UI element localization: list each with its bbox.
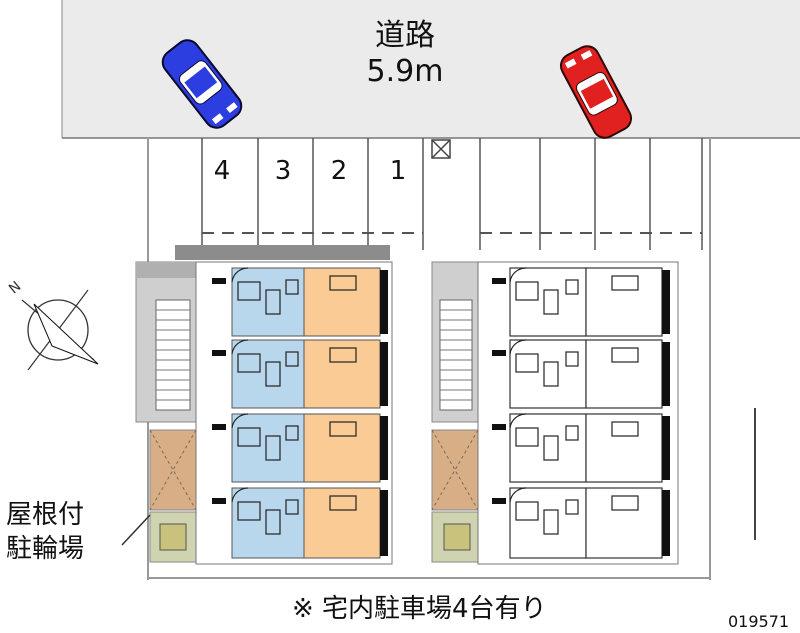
parking-space-number: 1 <box>389 156 407 186</box>
building-shadow <box>175 245 390 260</box>
parking-stalls <box>201 138 703 250</box>
building-right <box>477 261 679 565</box>
unit-row-2 <box>231 339 381 409</box>
bike-label-leader <box>121 514 151 546</box>
parking-space-number: 4 <box>213 156 231 186</box>
unit-row-3 <box>231 413 381 483</box>
parking-space-number: 2 <box>330 156 348 186</box>
road-width: 5.9m <box>366 54 444 89</box>
bike-parking-right <box>431 429 479 563</box>
stair-right <box>431 261 479 423</box>
parking-note: ※ 宅内駐車場4台有り <box>292 594 547 624</box>
property-code: 019571 <box>728 612 790 631</box>
blue-car-icon <box>161 39 243 129</box>
bike-parking-label-line1: 屋根付 <box>6 500 85 530</box>
post-marker <box>431 139 451 159</box>
parking-space-number: 3 <box>274 156 292 186</box>
building-left <box>195 261 393 565</box>
unit-row-1 <box>231 267 381 337</box>
unit-row-4 <box>231 487 381 559</box>
bike-parking-left <box>149 429 197 563</box>
road-label: 道路 <box>375 18 435 53</box>
bike-parking-label-line2: 駐輪場 <box>6 534 85 564</box>
compass-icon <box>21 289 99 371</box>
stair-left <box>135 261 197 423</box>
red-car-icon <box>559 45 633 139</box>
bike-parking-label: 屋根付 駐輪場 <box>6 498 84 566</box>
